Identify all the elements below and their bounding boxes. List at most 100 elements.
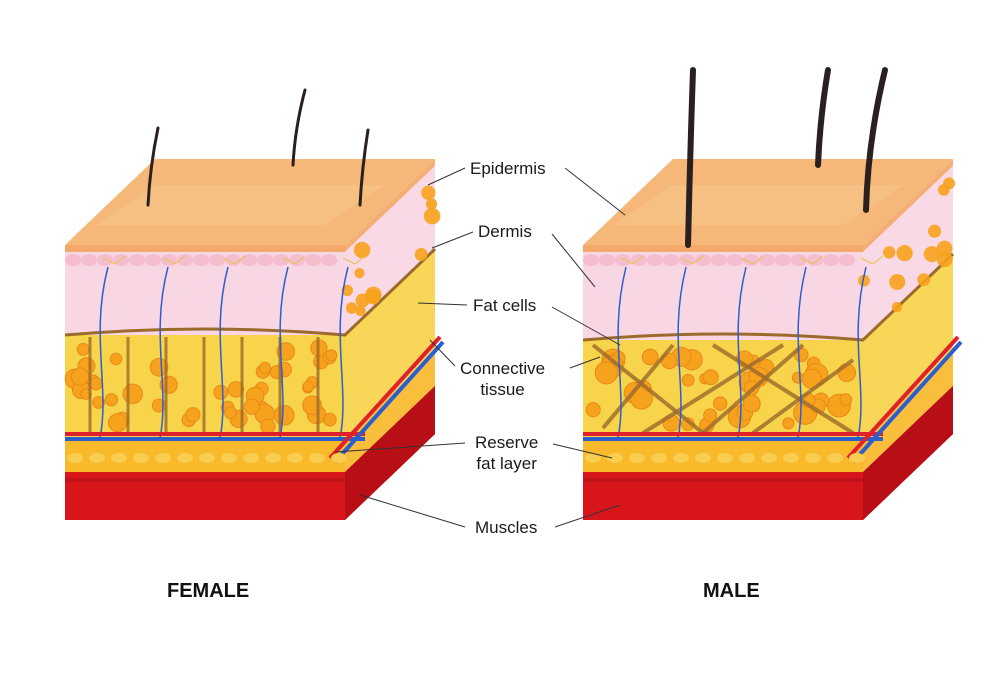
fat-cell xyxy=(702,369,719,386)
dermis-cell xyxy=(305,254,321,266)
label-connective-tissue: Connective tissue xyxy=(460,358,545,400)
hair xyxy=(291,88,307,167)
fat-cell-side xyxy=(425,198,438,210)
hair xyxy=(685,67,696,248)
capillary-blue xyxy=(219,266,229,439)
fat-cell xyxy=(243,398,260,415)
nerve-ending xyxy=(740,255,764,265)
dermis-cell xyxy=(97,254,113,266)
nerve-ending xyxy=(620,255,644,265)
dermis-cell xyxy=(791,254,807,266)
fat-cell xyxy=(302,380,314,393)
reserve-fat-cell xyxy=(133,453,149,463)
dermis-layer-front xyxy=(583,252,863,340)
fat-boundary xyxy=(582,252,955,342)
capillary-blue xyxy=(159,266,169,439)
fat-cell-side xyxy=(341,284,353,297)
fat-cell-side xyxy=(355,305,366,317)
male-skin-block xyxy=(582,67,963,520)
reserve-fat-cell xyxy=(111,453,127,463)
muscle-fiber xyxy=(583,478,863,482)
fat-cell xyxy=(325,349,338,362)
reserve-fat-cell xyxy=(783,453,799,463)
capillary-blue xyxy=(99,266,109,439)
hair xyxy=(358,128,370,207)
nerve-ending xyxy=(282,255,306,265)
fat-cell-side xyxy=(917,273,931,287)
capillary-blue xyxy=(339,266,349,439)
epidermis-layer-front xyxy=(583,245,863,252)
reserve-fat-cell xyxy=(89,453,105,463)
fat-cell-side xyxy=(353,241,371,259)
leader-fatcells-male xyxy=(551,306,621,346)
reserve-fat-cell xyxy=(827,453,843,463)
dermis-cell xyxy=(775,254,791,266)
hair xyxy=(146,126,160,207)
connective-tissue-strand xyxy=(591,343,705,435)
epidermis-highlight xyxy=(95,185,385,225)
label-dermis: Dermis xyxy=(478,222,532,241)
dermis-cell xyxy=(583,254,599,266)
reserve-fat-cell xyxy=(805,453,821,463)
leader-dermis-male xyxy=(551,233,596,288)
fat-cell-side xyxy=(937,184,950,196)
fat-cell-side xyxy=(936,251,953,268)
fat-cell xyxy=(273,404,295,426)
female-skin-block xyxy=(64,88,445,520)
connective-tissue-strand xyxy=(701,343,805,435)
muscle-side-shade xyxy=(345,386,435,520)
dermis-cell xyxy=(759,254,775,266)
dermis-cell xyxy=(193,254,209,266)
dermis-cell xyxy=(823,254,839,266)
nerve-ending xyxy=(800,255,824,265)
artery-side xyxy=(328,335,442,460)
fat-cell xyxy=(712,396,728,411)
label-reserve-fat-layer: Reserve fat layer xyxy=(475,432,538,474)
leader-epidermis-female xyxy=(427,167,466,186)
nerve-ending xyxy=(860,255,884,265)
reserve-fat-cell xyxy=(585,453,601,463)
leader-connective-female xyxy=(429,339,456,367)
leader-connective-male xyxy=(569,356,601,369)
label-connective-line1: Connective xyxy=(460,359,546,378)
leader-reserve-female xyxy=(334,442,466,453)
fat-cell-side xyxy=(889,273,906,291)
fat-cell xyxy=(109,352,123,366)
fat-cell xyxy=(839,393,853,406)
connective-tissue-strand xyxy=(601,343,675,430)
fat-cell xyxy=(681,373,695,387)
fat-cell-side xyxy=(923,246,940,263)
reserve-fat-layer-side xyxy=(863,352,953,472)
fat-cell xyxy=(149,357,169,377)
fat-cell-side xyxy=(354,268,365,279)
title-male: MALE xyxy=(703,580,760,602)
fat-layer-side xyxy=(345,249,435,438)
nerve-ending xyxy=(102,255,126,265)
fat-cell xyxy=(585,402,601,418)
fat-cell xyxy=(92,396,105,409)
dermis-cell xyxy=(289,254,305,266)
fat-cell xyxy=(70,367,90,386)
leader-epidermis-male xyxy=(564,167,626,216)
reserve-fat-cell xyxy=(243,453,259,463)
dermis-cell xyxy=(711,254,727,266)
reserve-fat-cell xyxy=(673,453,689,463)
dermis-cell xyxy=(807,254,823,266)
capillary-blue xyxy=(737,266,747,439)
hair xyxy=(863,67,888,213)
muscle-side-shade xyxy=(863,386,953,520)
fat-cell xyxy=(594,361,618,385)
fat-cell xyxy=(782,417,795,430)
fat-cell xyxy=(104,393,119,407)
epidermis-highlight xyxy=(613,185,903,225)
fat-cell-side xyxy=(365,289,381,305)
fat-cell xyxy=(213,384,229,400)
reserve-fat-cell xyxy=(607,453,623,463)
label-connective-line2: tissue xyxy=(480,380,525,399)
reserve-fat-cell xyxy=(761,453,777,463)
epidermis-layer-side xyxy=(863,159,953,252)
capillary-blue xyxy=(797,266,807,439)
fat-cell xyxy=(185,407,201,423)
